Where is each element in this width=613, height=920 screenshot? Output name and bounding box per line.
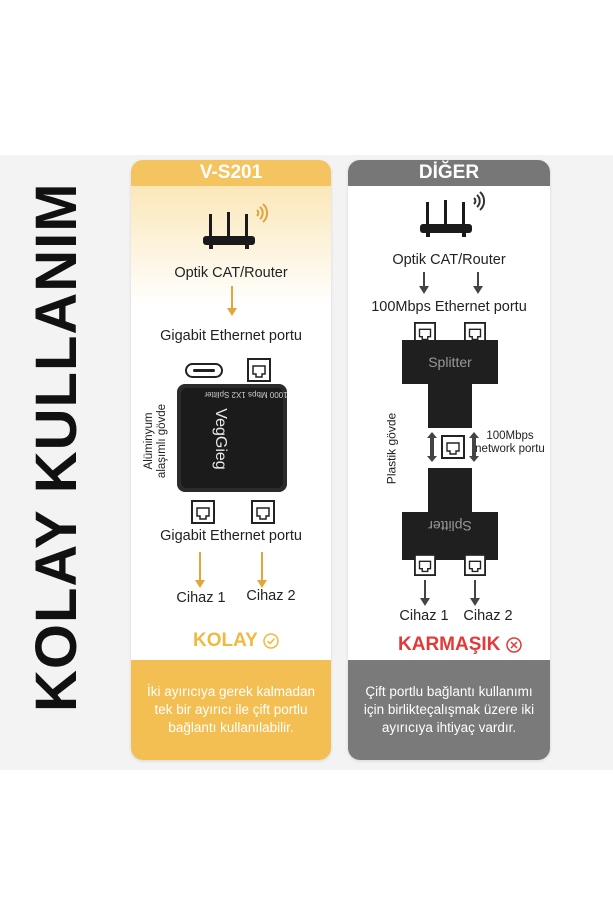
arrow-down-icon (195, 552, 205, 588)
device2-label: Cihaz 2 (246, 588, 296, 604)
side-title: KOLAY KULLANIM (24, 182, 89, 712)
vs201-footer: İki ayırıcıya gerek kalmadan tek bir ayı… (131, 660, 331, 760)
port-top-label: 100Mbps Ethernet portu (371, 299, 527, 315)
splitter-device (177, 384, 287, 492)
arrow-down-icon (420, 580, 430, 606)
router-label: Optik CAT/Router (174, 265, 288, 281)
result-text: KARMAŞIK (398, 634, 501, 655)
device2-label: Cihaz 2 (463, 608, 513, 624)
ethernet-port-icon (191, 500, 215, 524)
device-brand: VegGieg (212, 408, 229, 470)
arrow-down-icon (470, 580, 480, 606)
router-icon (420, 191, 486, 237)
body-label-line1: Alüminyum (143, 412, 155, 470)
arrow-down-icon (473, 272, 483, 294)
ethernet-port-icon (464, 554, 486, 576)
port-top-label: Gigabit Ethernet portu (160, 328, 302, 344)
body-label: Alüminyum alaşımlı gövde (143, 386, 169, 496)
other-footer: Çift portlu bağlantı kullanımı için birl… (348, 660, 550, 760)
splitter-top-device (402, 340, 498, 428)
network-label: 100Mbps network portu (470, 430, 550, 456)
connection-arrows-icon (427, 432, 479, 462)
network-label-line1: 100Mbps (486, 430, 534, 442)
device1-label: Cihaz 1 (176, 590, 226, 606)
network-label-line2: network portu (475, 443, 545, 455)
arrow-down-icon (257, 552, 267, 588)
ethernet-port-icon (247, 358, 271, 382)
splitter-top-label: Splitter (428, 354, 472, 370)
body-label-line2: alaşımlı gövde (156, 403, 168, 479)
body-label: Plastik gövde (384, 412, 399, 485)
result-label: KARMAŞIK (398, 634, 522, 656)
device1-label: Cihaz 1 (399, 608, 449, 624)
port-bottom-label: Gigabit Ethernet portu (160, 528, 302, 544)
x-circle-icon (505, 637, 522, 653)
vs201-panel: V-S201 Optik CAT/Router Gigabit Ethernet… (131, 160, 331, 760)
splitter-bottom-label: Splitter (428, 518, 472, 534)
splitter-bottom-device (402, 468, 498, 560)
vs201-header: V-S201 (131, 160, 331, 186)
check-circle-icon (262, 633, 279, 649)
other-panel: DİĞER Optik CAT/Router 100Mbps Ethernet … (348, 160, 550, 760)
other-header: DİĞER (348, 160, 550, 186)
result-label: KOLAY (193, 630, 279, 652)
result-text: KOLAY (193, 630, 258, 651)
ethernet-port-icon (414, 554, 436, 576)
ethernet-port-icon (251, 500, 275, 524)
arrow-down-icon (419, 272, 429, 294)
usb-c-icon (185, 363, 223, 378)
router-icon (203, 203, 269, 249)
router-label: Optik CAT/Router (392, 252, 506, 268)
arrow-down-icon (227, 286, 237, 316)
